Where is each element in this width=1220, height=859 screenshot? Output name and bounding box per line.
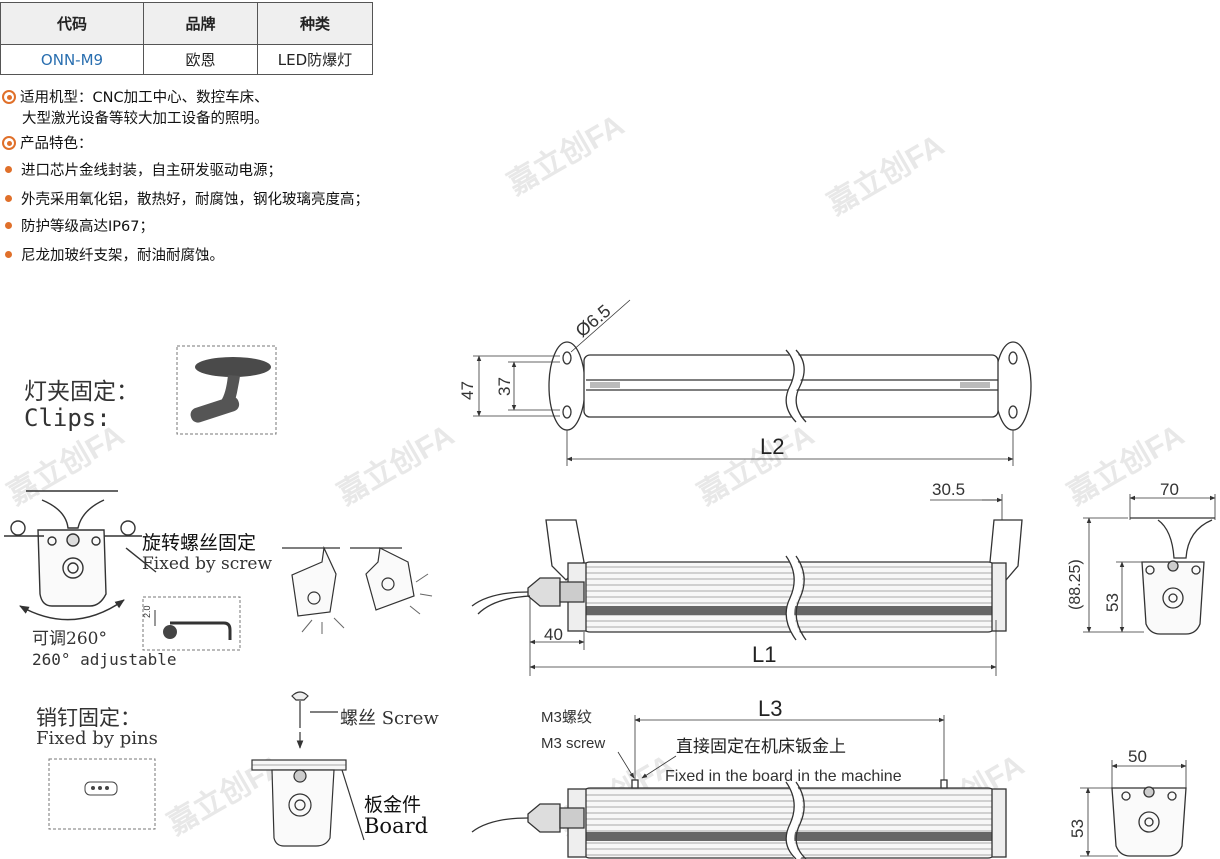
usage-line-1: 适用机型：CNC加工中心、数控车床、 xyxy=(2,88,269,109)
hex-size-label: 2.0 xyxy=(142,605,152,618)
pins-image xyxy=(48,758,156,830)
rotate-label-en: Fixed by screw xyxy=(142,554,273,574)
rotated-clip-views xyxy=(282,545,433,634)
adjust-label-cn: 可调260° xyxy=(32,629,107,649)
dim-width-40: 40 xyxy=(544,625,563,644)
feature-item: 尼龙加玻纤支架，耐油耐腐蚀。 xyxy=(2,246,224,267)
lamp-side-view-pins xyxy=(471,715,1007,859)
screw-knob-left-icon xyxy=(4,520,44,537)
dim-L2: L2 xyxy=(760,434,784,459)
dim-height-8825: (88.25) xyxy=(1067,559,1084,610)
spec-table: 代码 品牌 种类 ONN-M9 欧恩 LED防爆灯 xyxy=(0,2,373,75)
direct-mount-label-cn: 直接固定在机床钣金上 xyxy=(676,737,846,756)
bullet-ring-icon xyxy=(2,90,16,104)
board-mount-view xyxy=(251,691,365,847)
dim-width-305: 30.5 xyxy=(932,480,965,499)
lamp-top-view xyxy=(473,299,1032,466)
feature-item: 进口芯片金线封装，自主研发驱动电源； xyxy=(2,161,282,182)
feature-item: 防护等级高达IP67； xyxy=(2,217,154,238)
spec-table-header: 代码 品牌 种类 xyxy=(0,2,373,45)
end-view-clip xyxy=(1083,494,1216,635)
dim-height-53a: 53 xyxy=(1103,593,1122,612)
m3-label-en: M3 screw xyxy=(541,735,605,752)
bullet-dot-icon xyxy=(5,195,12,202)
pins-label-en: Fixed by pins xyxy=(36,728,158,749)
features-title: 产品特色： xyxy=(2,134,93,155)
lamp-side-view-clips xyxy=(471,494,1023,676)
bullet-dot-icon xyxy=(5,166,12,173)
screw-label: 螺丝 Screw xyxy=(340,708,439,729)
bullet-dot-icon xyxy=(5,222,12,229)
dim-height-53b: 53 xyxy=(1068,819,1087,838)
bullet-ring-icon xyxy=(2,136,16,150)
dim-width-70: 70 xyxy=(1160,480,1179,499)
end-view-pins xyxy=(1080,760,1187,857)
cell-code: ONN-M9 xyxy=(0,44,144,75)
hex-key-image: 2.0 xyxy=(142,596,241,651)
dim-height-47: 47 xyxy=(458,381,477,400)
clip-image xyxy=(176,345,277,435)
board-label-en: Board xyxy=(364,814,429,838)
rotate-label-cn: 旋转螺丝固定 xyxy=(142,532,257,554)
cell-type: LED防爆灯 xyxy=(257,44,373,75)
cell-brand: 欧恩 xyxy=(143,44,258,75)
feature-item: 外壳采用氧化铝，散热好，耐腐蚀，钢化玻璃亮度高； xyxy=(2,190,369,211)
usage-line-2: 大型激光设备等较大加工设备的照明。 xyxy=(22,111,269,127)
bullet-dot-icon xyxy=(5,251,12,258)
screw-knob-right-icon xyxy=(104,520,142,537)
dim-L1: L1 xyxy=(752,642,776,667)
clips-label-cn: 灯夹固定： xyxy=(24,379,139,405)
dim-hole-diameter: Ø6.5 xyxy=(572,301,615,341)
clip-rotate-view xyxy=(4,490,157,621)
direct-mount-label-en: Fixed in the board in the machine xyxy=(665,768,902,785)
dim-L3: L3 xyxy=(758,696,782,721)
clips-label-en: Clips: xyxy=(24,404,111,432)
spec-table-row: ONN-M9 欧恩 LED防爆灯 xyxy=(0,44,373,75)
dim-height-37: 37 xyxy=(495,377,514,396)
dim-width-50: 50 xyxy=(1128,747,1147,766)
m3-label-cn: M3螺纹 xyxy=(541,709,592,726)
board-label-cn: 板金件 xyxy=(364,794,422,816)
pins-label-cn: 销钉固定： xyxy=(36,706,141,730)
header-code: 代码 xyxy=(0,2,144,45)
adjust-label-en: 260° adjustable xyxy=(32,650,177,669)
